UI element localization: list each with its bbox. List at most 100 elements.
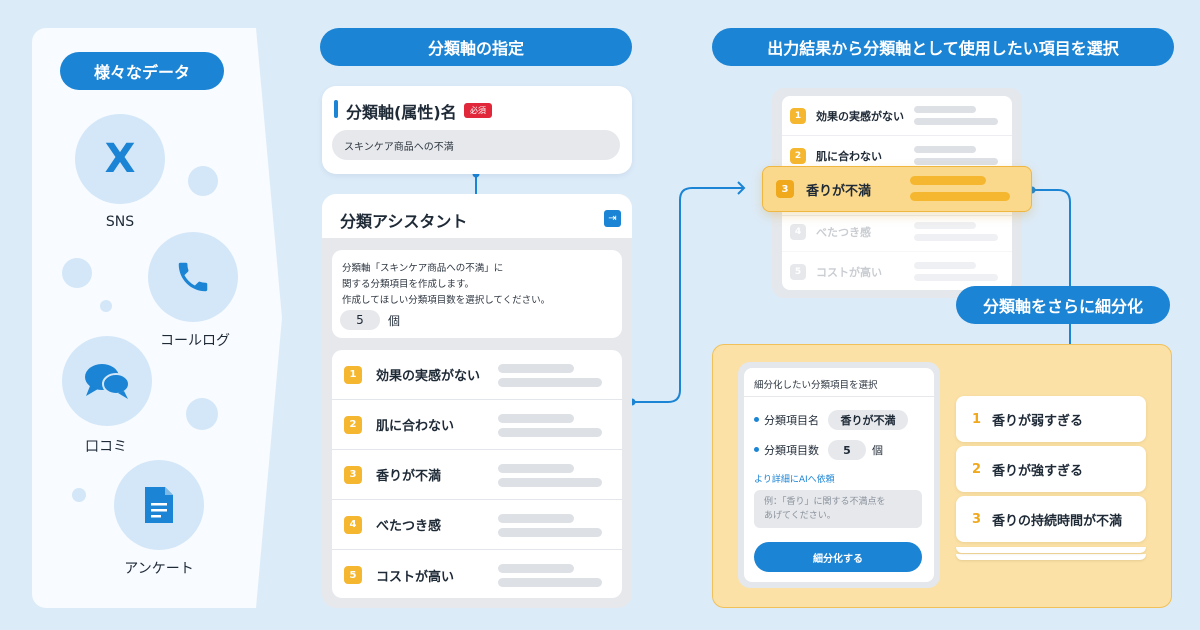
item-number: 3 (344, 465, 362, 484)
item-label: 効果の実感がない (816, 109, 904, 123)
item-number: 1 (790, 107, 806, 124)
decor-bubble (72, 488, 86, 502)
placeholder-line (498, 564, 574, 573)
placeholder-line (498, 464, 574, 473)
placeholder-line (498, 514, 574, 523)
placeholder-line (498, 414, 574, 423)
ai-request-textarea[interactable]: 例：「香り」に関する不満点を あげてください。 (754, 490, 922, 528)
reviews-label: 口コミ (85, 439, 127, 455)
step3-header: 分類軸をさらに細分化 (956, 286, 1170, 324)
placeholder-line (914, 118, 998, 125)
subdivided-item: 2 香りが強すぎる (956, 446, 1146, 492)
result-item[interactable] (782, 176, 1012, 216)
item-count-unit: 個 (872, 444, 883, 457)
item-label: 肌に合わない (816, 149, 882, 163)
x-logo-icon: X (104, 136, 136, 182)
item-number: 5 (344, 566, 362, 584)
message-line: 関する分類項目を作成します。 (342, 279, 475, 290)
item-label: コストが高い (376, 569, 455, 585)
item-label: 効果の実感がない (376, 369, 481, 384)
item-number: 4 (344, 515, 362, 534)
sns-source: X (75, 114, 165, 204)
step1-header: 分類軸の指定 (320, 28, 632, 66)
accent-bar (334, 100, 338, 118)
generated-items-list: 1 効果の実感がない 2 肌に合わない 3 香りが不満 4 べたつき感 5 コス… (332, 350, 622, 598)
step2-header: 出力結果から分類軸として使用したい項目を選択 (712, 28, 1174, 66)
item-number: 1 (344, 365, 362, 384)
placeholder-line (498, 364, 574, 373)
list-item: 3 香りが不満 (332, 450, 622, 500)
selected-result-item[interactable] (762, 166, 1032, 212)
item-number: 5 (790, 264, 806, 280)
subdivide-button[interactable]: 細分化する (754, 542, 922, 572)
decor-bubble (186, 398, 218, 430)
placeholder-line (914, 146, 976, 153)
item-name-select[interactable]: 香りが不満 (828, 410, 908, 430)
item-count-unit: 個 (388, 314, 401, 328)
item-label: 香りの持続時間が不満 (992, 513, 1123, 529)
placeholder-line (910, 176, 986, 185)
placeholder-line: 例：「香り」に関する不満点を (764, 497, 886, 507)
list-item: 2 肌に合わない (332, 400, 622, 450)
list-item: 4 べたつき感 (332, 500, 622, 550)
result-item[interactable]: 1 効果の実感がない (782, 96, 1012, 136)
document-icon (145, 487, 173, 523)
divider (744, 396, 934, 397)
item-count-selector[interactable]: 5 (340, 310, 380, 330)
bullet (754, 447, 759, 452)
item-label: 香りが不満 (376, 469, 442, 484)
item-label: コストが高い (816, 266, 882, 279)
result-item[interactable]: 4 べたつき感 (782, 212, 1012, 252)
assistant-header (322, 194, 632, 238)
axis-name-input[interactable]: スキンケア商品への不満 (332, 130, 620, 160)
placeholder-line (498, 528, 602, 537)
stack-edge (956, 547, 1146, 553)
call-log-source (148, 232, 238, 322)
selected-item-label: 香りが不満 (806, 184, 872, 199)
item-number: 4 (790, 223, 806, 240)
data-sources-title: 様々なデータ (60, 52, 224, 90)
placeholder-line (498, 378, 602, 387)
decor-bubble (62, 258, 92, 288)
placeholder-line (498, 428, 602, 437)
item-label: 香りが強すぎる (992, 463, 1084, 479)
placeholder-line (914, 234, 998, 241)
list-item: 1 効果の実感がない (332, 350, 622, 400)
item-label: 肌に合わない (376, 419, 455, 434)
call-log-label: コールログ (160, 333, 230, 349)
subdivided-item: 1 香りが弱すぎる (956, 396, 1146, 442)
placeholder-line (914, 222, 976, 229)
item-number: 2 (344, 415, 362, 434)
axis-name-label: 分類軸(属性)名 (346, 103, 457, 122)
item-number: 2 (972, 461, 982, 477)
collapse-panel-icon[interactable]: ⇥ (604, 210, 621, 227)
decor-bubble (100, 300, 112, 312)
list-item: 5 コストが高い (332, 550, 622, 598)
item-name-label: 分類項目名 (764, 414, 819, 427)
subdivided-item: 3 香りの持続時間が不満 (956, 496, 1146, 542)
placeholder-line: あげてください。 (764, 511, 836, 521)
result-item[interactable]: 5 コストが高い (782, 252, 1012, 292)
placeholder-line (914, 158, 998, 165)
item-number: 3 (776, 180, 794, 198)
placeholder-line (914, 274, 998, 281)
item-label: 香りが弱すぎる (992, 413, 1084, 429)
dialog-title: 細分化したい分類項目を選択 (754, 380, 878, 391)
placeholder-line (914, 106, 976, 113)
sns-label: SNS (105, 214, 135, 230)
survey-label: アンケート (124, 561, 194, 577)
item-number: 3 (972, 511, 982, 527)
item-label: べたつき感 (376, 519, 442, 534)
item-count-select[interactable]: 5 (828, 440, 866, 460)
survey-source (114, 460, 204, 550)
placeholder-line (914, 262, 976, 269)
item-number: 2 (790, 147, 806, 164)
item-number: 1 (972, 411, 982, 427)
ai-request-link[interactable]: より詳細にAIへ依頼 (754, 475, 835, 485)
stack-edge (956, 554, 1146, 560)
placeholder-line (498, 578, 602, 587)
bullet (754, 417, 759, 422)
message-line: 作成してほしい分類項目数を選択してください。 (342, 295, 551, 306)
reviews-source (62, 336, 152, 426)
item-label: べたつき感 (816, 225, 871, 239)
